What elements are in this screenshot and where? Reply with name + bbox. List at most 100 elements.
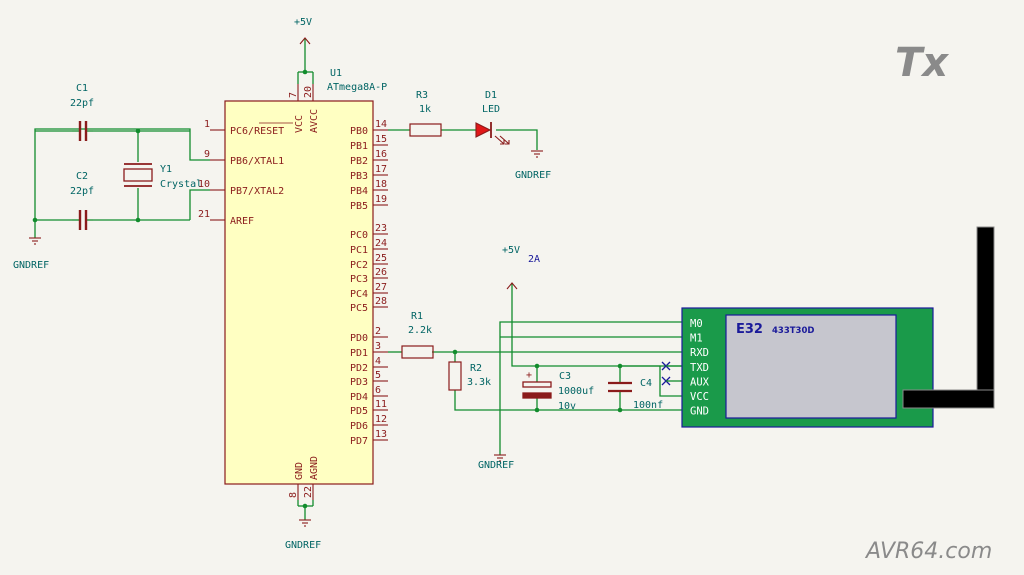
- pin-name: PD5: [350, 406, 368, 417]
- module-pin-label: GND: [690, 406, 709, 418]
- r3-value: 1k: [419, 104, 431, 115]
- pin-number: 27: [375, 282, 387, 293]
- pin-name: PD6: [350, 421, 368, 432]
- svg-text:GNDREF: GNDREF: [515, 170, 551, 181]
- resistor-r1: R1 2.2k: [401, 311, 434, 359]
- module-pin-label: VCC: [690, 391, 709, 403]
- gnd-led: GNDREF: [515, 150, 551, 181]
- pin-number: 28: [375, 296, 387, 307]
- pin-name: PD3: [350, 377, 368, 388]
- d1-value: LED: [482, 104, 500, 115]
- c4-value: 100nf: [633, 400, 663, 411]
- y1-value: Crystal: [160, 179, 202, 190]
- svg-text:GNDREF: GNDREF: [478, 460, 514, 471]
- nc-stubs: [666, 365, 682, 382]
- d1-ref: D1: [485, 90, 497, 101]
- crystal-y1: Y1 Crystal: [123, 163, 202, 190]
- pin-number: 14: [375, 119, 387, 130]
- gnd-mcu: GNDREF: [285, 519, 321, 551]
- pin-name: PD0: [350, 333, 368, 344]
- capacitor-c1: C1 22pf: [70, 83, 94, 141]
- r2-ref: R2: [470, 363, 482, 374]
- pin-number: 22: [303, 486, 314, 498]
- c3-polarity: +: [526, 370, 532, 381]
- r1-ref: R1: [411, 311, 423, 322]
- c2-value: 22pf: [70, 186, 94, 197]
- pin-name: AVCC: [309, 109, 320, 133]
- corner-title: Tx: [895, 40, 949, 86]
- pin-name: PC2: [350, 260, 368, 271]
- module-pin-label: RXD: [690, 347, 709, 359]
- pin-name: AGND: [309, 456, 320, 480]
- power-vcc-top: +5V: [294, 17, 312, 45]
- r3-ref: R3: [416, 90, 428, 101]
- pin-number: 1: [204, 119, 210, 130]
- pin-name: PB7/XTAL2: [230, 186, 284, 197]
- c4-ref: C4: [640, 378, 652, 389]
- pin-name: PC1: [350, 245, 368, 256]
- pin-name: PB0: [350, 126, 368, 137]
- mcu-u1: U1 ATmega8A-P 1PC6/RESET9PB6/XTAL110PB7/…: [198, 68, 388, 500]
- svg-text:GNDREF: GNDREF: [13, 260, 49, 271]
- capacitor-c4: C4 100nf: [608, 378, 663, 411]
- module-pin-label: AUX: [690, 376, 710, 388]
- r1-value: 2.2k: [408, 325, 432, 336]
- mcu-ref: U1: [330, 68, 342, 79]
- pin-number: 23: [375, 223, 387, 234]
- pin-number: 5: [375, 370, 381, 381]
- pin-number: 8: [288, 492, 299, 498]
- pin-name: GND: [294, 462, 305, 480]
- pin-number: 21: [198, 209, 210, 220]
- pin-number: 20: [303, 86, 314, 98]
- pin-number: 18: [375, 179, 387, 190]
- pin-number: 19: [375, 194, 387, 205]
- pin-name: PD2: [350, 363, 368, 374]
- pin-name: PD4: [350, 392, 368, 403]
- gnd-module: GNDREF: [478, 454, 514, 471]
- module-model: 433T30D: [772, 326, 814, 336]
- c3-value: 1000uf: [558, 386, 594, 397]
- pin-number: 13: [375, 429, 387, 440]
- pin-number: 25: [375, 253, 387, 264]
- svg-text:+5V: +5V: [502, 245, 520, 256]
- module-name: E32: [736, 322, 763, 337]
- c2-ref: C2: [76, 171, 88, 182]
- mcu-pins: 1PC6/RESET9PB6/XTAL110PB7/XTAL221AREF14P…: [198, 84, 388, 500]
- mcu-pin-bottom: 8 GND: [288, 462, 305, 498]
- pin-name: PC3: [350, 274, 368, 285]
- c3-voltage: 10v: [558, 401, 576, 412]
- svg-text:+5V: +5V: [294, 17, 312, 28]
- c1-ref: C1: [76, 83, 88, 94]
- pin-number: 6: [375, 385, 381, 396]
- pin-number: 2: [375, 326, 381, 337]
- pin-name: PB6/XTAL1: [230, 156, 284, 167]
- pin-number: 7: [288, 92, 299, 98]
- pin-name: PB3: [350, 171, 368, 182]
- capacitor-c3: + C3 1000uf 10v: [522, 370, 594, 412]
- wires: [34, 38, 682, 520]
- module-pin-label: TXD: [690, 362, 709, 374]
- pin-number: 26: [375, 267, 387, 278]
- pin-name: AREF: [230, 216, 254, 227]
